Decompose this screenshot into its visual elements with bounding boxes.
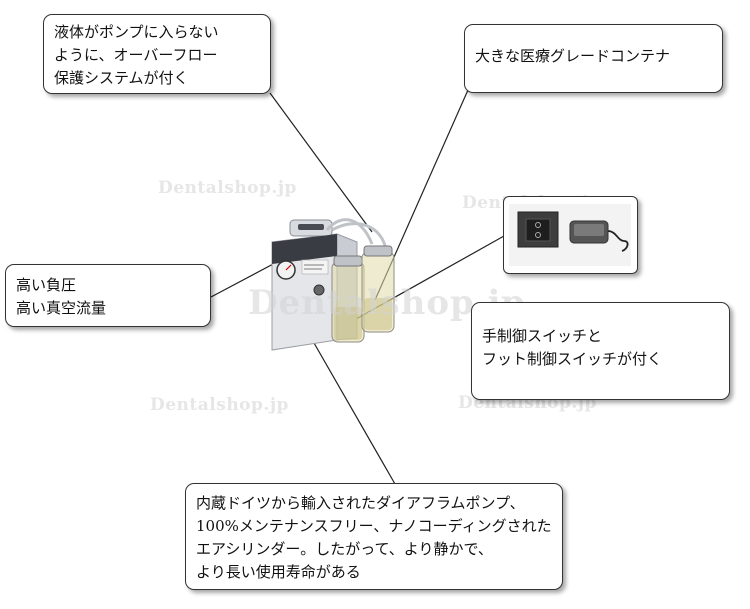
watermark-bottom-left: Dentalshop.jp bbox=[150, 395, 289, 415]
callout-medical-container: 大きな医療グレードコンテナ bbox=[464, 24, 723, 93]
callout-text-line: フット制御スイッチが付く bbox=[482, 350, 663, 368]
callout-text-line: 保護システムが付く bbox=[54, 69, 189, 87]
callout-text-line: 液体がポンプに入らない bbox=[54, 23, 219, 41]
switch-image-panel bbox=[503, 196, 638, 274]
suction-unit-image bbox=[271, 218, 395, 351]
callout-diaphragm-pump: 内蔵ドイツから輸入されたダイアフラムポンプ、 100%メンテナンスフリー、ナノコ… bbox=[185, 483, 563, 590]
switch-image bbox=[509, 204, 631, 266]
callout-text-line: 大きな医療グレードコンテナ bbox=[475, 47, 671, 65]
callout-text-line: 高い負圧 bbox=[16, 276, 77, 294]
callout-text-line: ように、オーバーフロー bbox=[54, 46, 218, 64]
callout-text-line: 手制御スイッチと bbox=[482, 327, 603, 345]
watermark-top-left: Dentalshop.jp bbox=[158, 178, 297, 198]
callout-text-line: 内蔵ドイツから輸入されたダイアフラムポンプ、 bbox=[196, 494, 525, 512]
callout-overflow-protection: 液体がポンプに入らない ように、オーバーフロー 保護システムが付く bbox=[43, 14, 271, 94]
callout-high-pressure: 高い負圧 高い真空流量 bbox=[5, 264, 211, 327]
callout-text-line: 高い真空流量 bbox=[16, 299, 107, 317]
callout-text-line: 100%メンテナンスフリー、ナノコーディングされた bbox=[196, 517, 552, 535]
callout-control-switches: 手制御スイッチと フット制御スイッチが付く bbox=[471, 302, 730, 400]
callout-text-line: より長い使用寿命がある bbox=[196, 563, 361, 581]
callout-text-line: エアシリンダー。したがって、より静かで、 bbox=[196, 540, 493, 558]
